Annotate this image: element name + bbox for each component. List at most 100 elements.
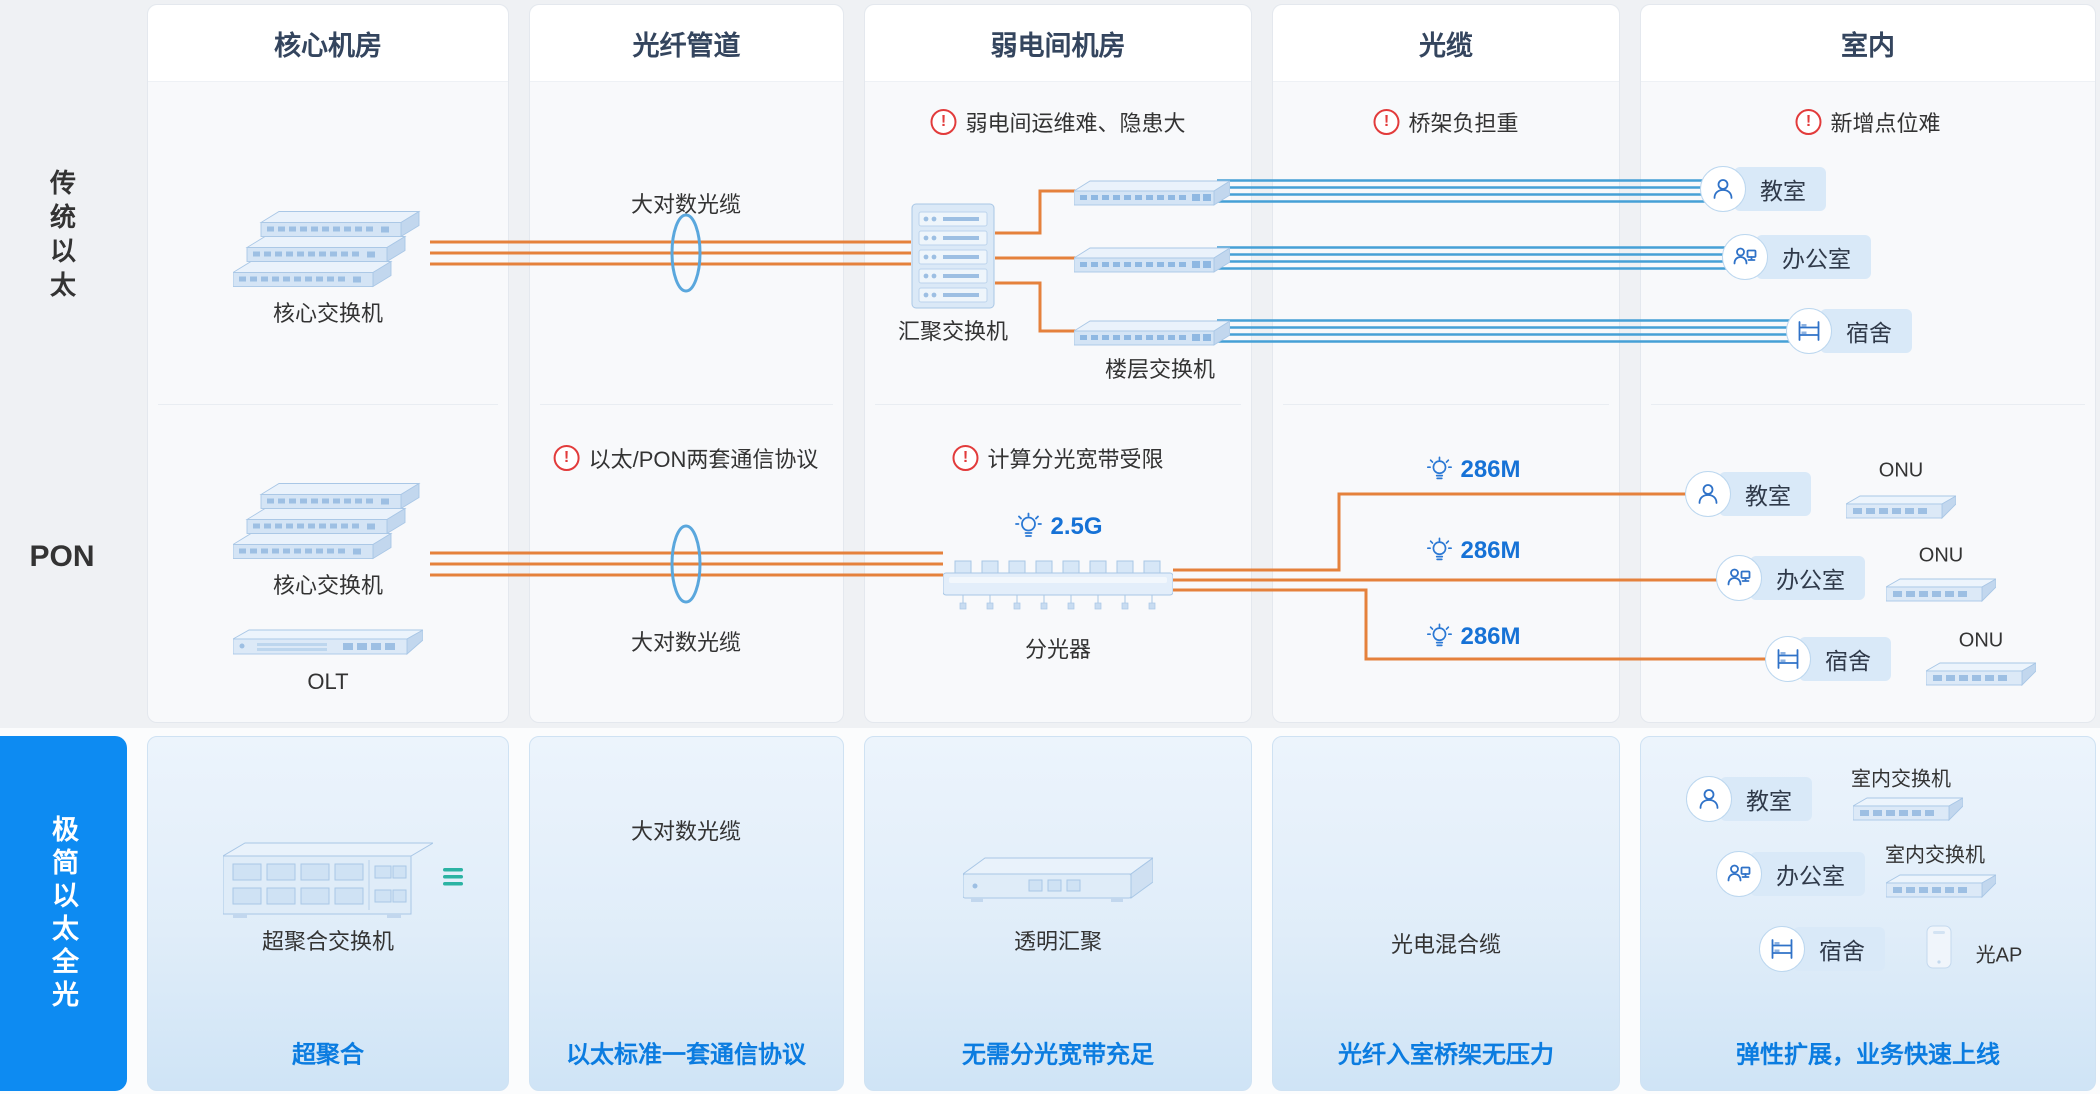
super-aggregation-switch-label: 超聚合交换机 [261,929,395,954]
endpoint-office-row1: 办公室 [1722,234,1871,280]
floor-switch-label: 楼层交换机 [1104,357,1216,382]
endpoint-dorm-row2: 宿舍 [1765,636,1891,682]
classroom-person-icon [1686,776,1732,822]
warning-weak-room: 弱电间运维难、隐患大 [930,106,1186,138]
row3-card-weak-room [864,736,1252,1091]
office-icon [1716,851,1762,897]
warning-text: 计算分光宽带受限 [987,447,1164,472]
aggregation-switch-label: 汇聚交换机 [897,319,1009,344]
fiber-cable-label-row1: 大对数光缆 [630,192,742,217]
warning-two-protocols: 以太/PON两套通信协议 [553,442,819,474]
fiber-cable-label-row3: 大对数光缆 [630,819,742,844]
bandwidth-text: 286M [1460,623,1521,650]
footer-fiber-to-room: 光纤入室桥架无压力 [1338,1041,1554,1069]
warning-splitter-bandwidth: 计算分光宽带受限 [952,442,1164,474]
dorm-bed-icon [1759,926,1805,972]
bandwidth-text: 286M [1460,537,1521,564]
dorm-bed-icon [1765,636,1811,682]
onu-icon [1926,659,2036,689]
endpoint-dorm-row3: 宿舍 [1759,926,1885,972]
warning-text: 桥架负担重 [1408,111,1519,136]
row3-card-optical-cable [1272,736,1620,1091]
core-switch-label: 核心交换机 [272,301,384,326]
bandwidth-2-5g: 2.5G [1013,512,1103,542]
column-header-indoor: 室内 [1641,5,2095,82]
onu-label: ONU [1878,459,1924,482]
bandwidth-text: 2.5G [1050,513,1103,540]
floor-switch-icon [1074,238,1230,278]
endpoint-dorm-row1: 宿舍 [1786,308,1912,354]
row-label-simplified-box: 极简以太全光 [0,736,127,1091]
bandwidth-text: 286M [1460,456,1521,483]
office-icon [1716,555,1762,601]
column-header-optical-cable: 光缆 [1273,5,1619,82]
warning-cable-tray: 桥架负担重 [1373,106,1519,138]
endpoint-office-row2: 办公室 [1716,555,1865,601]
orange-links-row2 [430,492,1772,661]
dorm-bed-icon [1786,308,1832,354]
column-header-fiber-pipe: 光纤管道 [530,5,843,82]
bandwidth-286m-1: 286M [1425,456,1521,484]
indoor-switch-icon [1886,871,1996,901]
transparent-aggregation-label: 透明汇聚 [1013,929,1103,954]
endpoint-label: 办公室 [1756,235,1871,279]
aggregation-switch-icon [911,203,995,309]
row-divider [1283,404,1609,405]
endpoint-label: 宿舍 [1793,927,1885,971]
office-icon [1722,234,1768,280]
column-header-weak-room: 弱电间机房 [865,5,1251,82]
bandwidth-286m-3: 286M [1425,623,1521,651]
indoor-switch-label: 室内交换机 [1851,768,1951,791]
row-label-pon: PON [29,540,95,573]
onu-label: ONU [1918,544,1964,567]
optical-ap-label: 光AP [1975,944,2023,967]
optical-ap-icon [1924,924,1954,970]
classroom-person-icon [1685,471,1731,517]
row-label-traditional-ethernet: 传统以太 [46,169,77,305]
bandwidth-286m-2: 286M [1425,537,1521,565]
endpoint-classroom-row1: 教室 [1700,166,1826,212]
floor-switch-icon [1074,171,1230,211]
transparent-aggregation-icon [963,848,1153,908]
warning-text: 新增点位难 [1830,111,1941,136]
onu-label: ONU [1958,629,2004,652]
onu-icon [1846,492,1956,522]
olt-icon [233,627,423,657]
warning-text: 弱电间运维难、隐患大 [965,111,1186,136]
row-divider [875,404,1241,405]
super-aggregation-switch-icon [223,838,433,918]
row3-card-fiber-pipe [529,736,844,1091]
endpoint-label: 教室 [1720,777,1812,821]
onu-icon [1886,575,1996,605]
row-divider [540,404,833,405]
indoor-switch-icon [1853,794,1963,824]
olt-label: OLT [307,669,349,694]
classroom-person-icon [1700,166,1746,212]
row-label-simplified: 极简以太全光 [48,814,78,1013]
endpoint-label: 教室 [1734,167,1826,211]
warning-icon [1795,109,1822,135]
column-header-core-room: 核心机房 [148,5,508,82]
optical-splitter-icon [943,559,1173,611]
row-divider [1651,404,2085,405]
footer-super-aggregation: 超聚合 [292,1041,364,1069]
endpoint-classroom-row2: 教室 [1685,471,1811,517]
column-optical-cable: 光缆 [1272,4,1620,723]
endpoint-label: 宿舍 [1799,637,1891,681]
blue-cable-ribbons-row1 [1217,179,1796,343]
endpoint-label: 教室 [1719,472,1811,516]
core-switch-stack-icon [233,473,423,568]
endpoint-label: 办公室 [1750,852,1865,896]
warning-new-points: 新增点位难 [1795,106,1941,138]
warning-text: 以太/PON两套通信协议 [588,447,819,472]
fiber-cable-label-row2: 大对数光缆 [630,630,742,655]
endpoint-classroom-row3: 教室 [1686,776,1812,822]
stack-lines-icon [443,868,467,888]
footer-single-protocol: 以太标准一套通信协议 [566,1041,806,1069]
core-switch-label: 核心交换机 [272,573,384,598]
column-weak-room: 弱电间机房 [864,4,1252,723]
warning-icon [553,445,580,471]
endpoint-label: 宿舍 [1820,309,1912,353]
